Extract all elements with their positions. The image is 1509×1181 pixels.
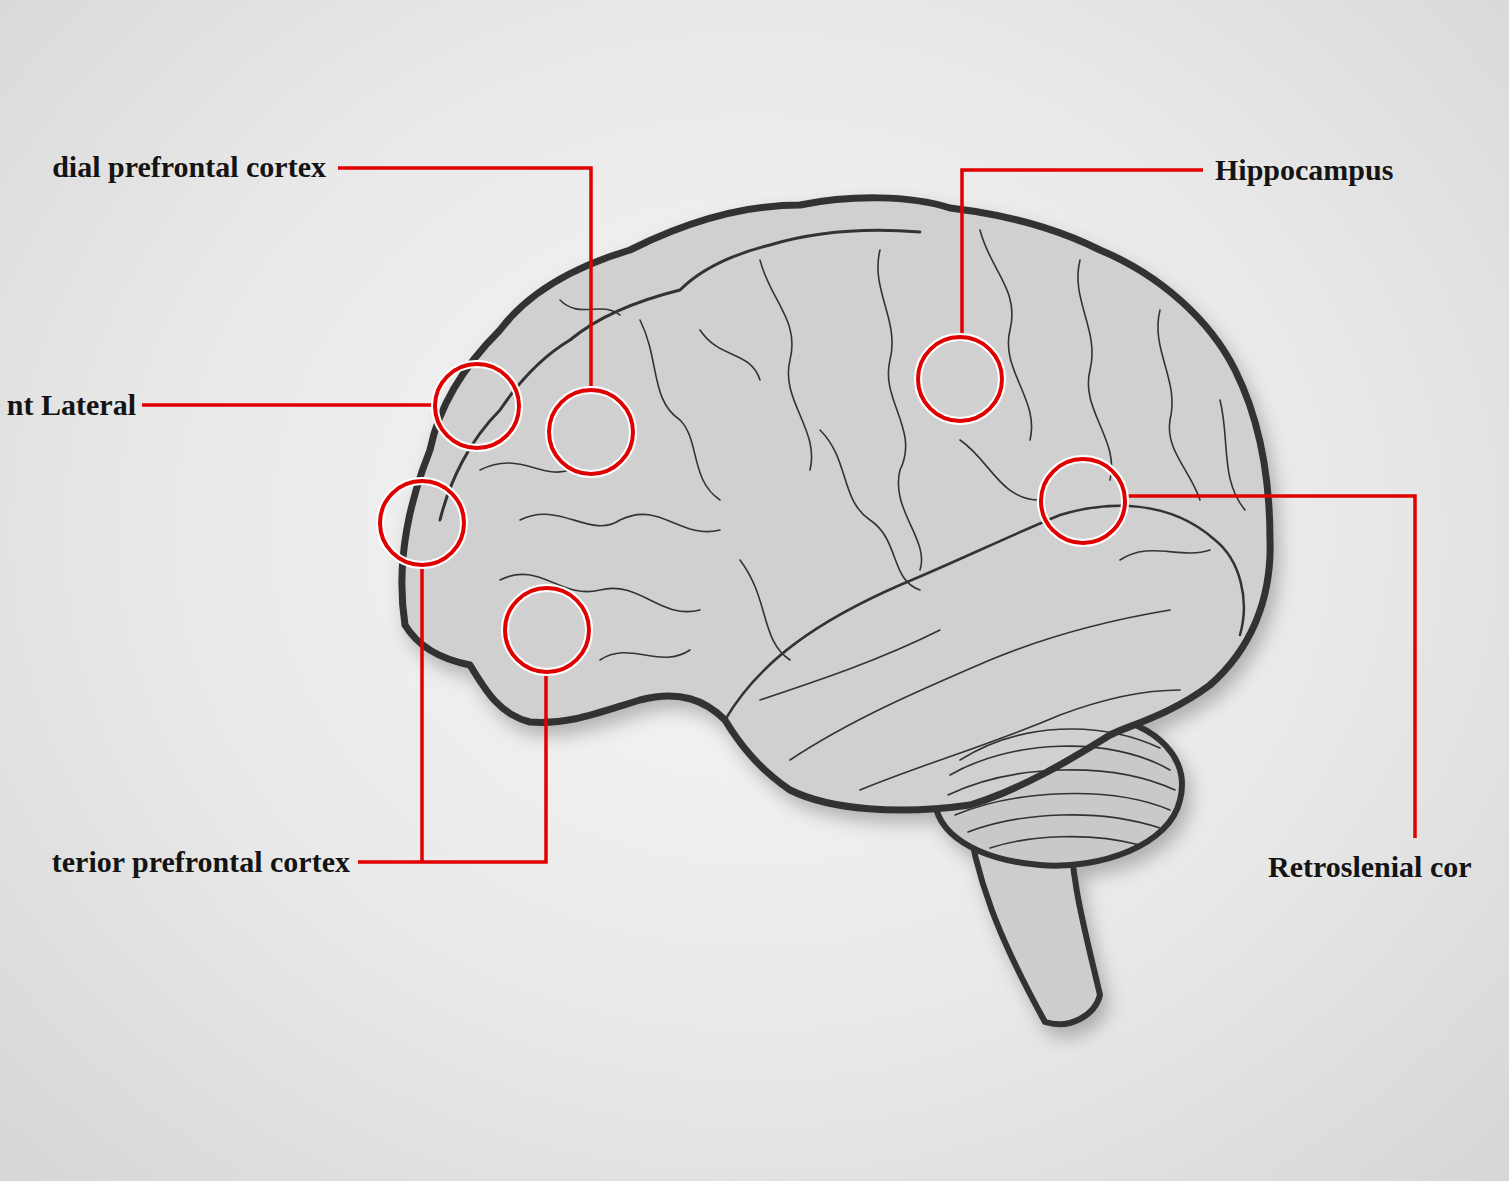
region-label: nt Lateral <box>7 388 136 421</box>
region-label: terior prefrontal cortex <box>52 845 350 878</box>
region-label: dial prefrontal cortex <box>52 150 326 183</box>
region-label: Hippocampus <box>1215 153 1393 186</box>
region-label: Retroslenial cor <box>1268 850 1472 883</box>
